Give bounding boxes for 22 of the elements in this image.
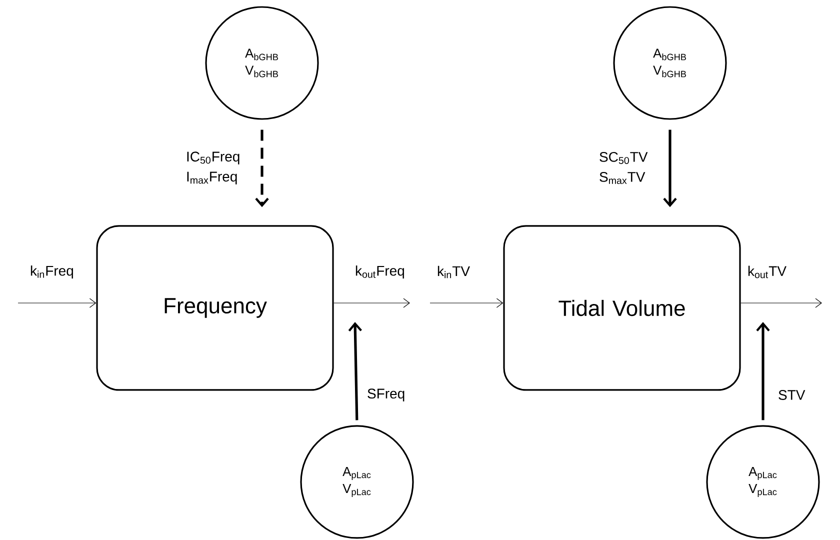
arrow bbox=[255, 130, 269, 208]
arrow bbox=[334, 298, 410, 308]
arrow bbox=[430, 298, 504, 308]
edge-label: SC$_{50}$TV S$_{max}$TV bbox=[600, 152, 648, 184]
edge-label: STV bbox=[778, 390, 806, 400]
arrow bbox=[18, 298, 96, 308]
circle-node: A$_{pLac}$ V$_{pLac}$ bbox=[300, 425, 414, 539]
process-box: Frequency bbox=[96, 225, 334, 391]
edge-label: k$_{out}$TV bbox=[748, 266, 786, 278]
edge-label: k$_{in}$TV bbox=[438, 266, 470, 278]
process-box: Tidal Volume bbox=[503, 225, 741, 391]
circle-node: A$_{bGHB}$ V$_{bGHB}$ bbox=[613, 6, 727, 120]
edge-label: k$_{in}$Freq bbox=[30, 265, 74, 278]
arrow bbox=[740, 298, 822, 308]
edge-label: IC$_{50}$Freq I$_{max}$Freq bbox=[187, 152, 240, 184]
arrow bbox=[756, 322, 770, 420]
circle-node: A$_{pLac}$ V$_{pLac}$ bbox=[706, 425, 820, 539]
edge-label: SFreq bbox=[368, 388, 404, 402]
edge-label: k$_{out}$Freq bbox=[356, 265, 404, 278]
arrow bbox=[663, 130, 677, 208]
circle-node: A$_{bGHB}$ V$_{bGHB}$ bbox=[205, 6, 319, 120]
arrow bbox=[348, 322, 362, 420]
